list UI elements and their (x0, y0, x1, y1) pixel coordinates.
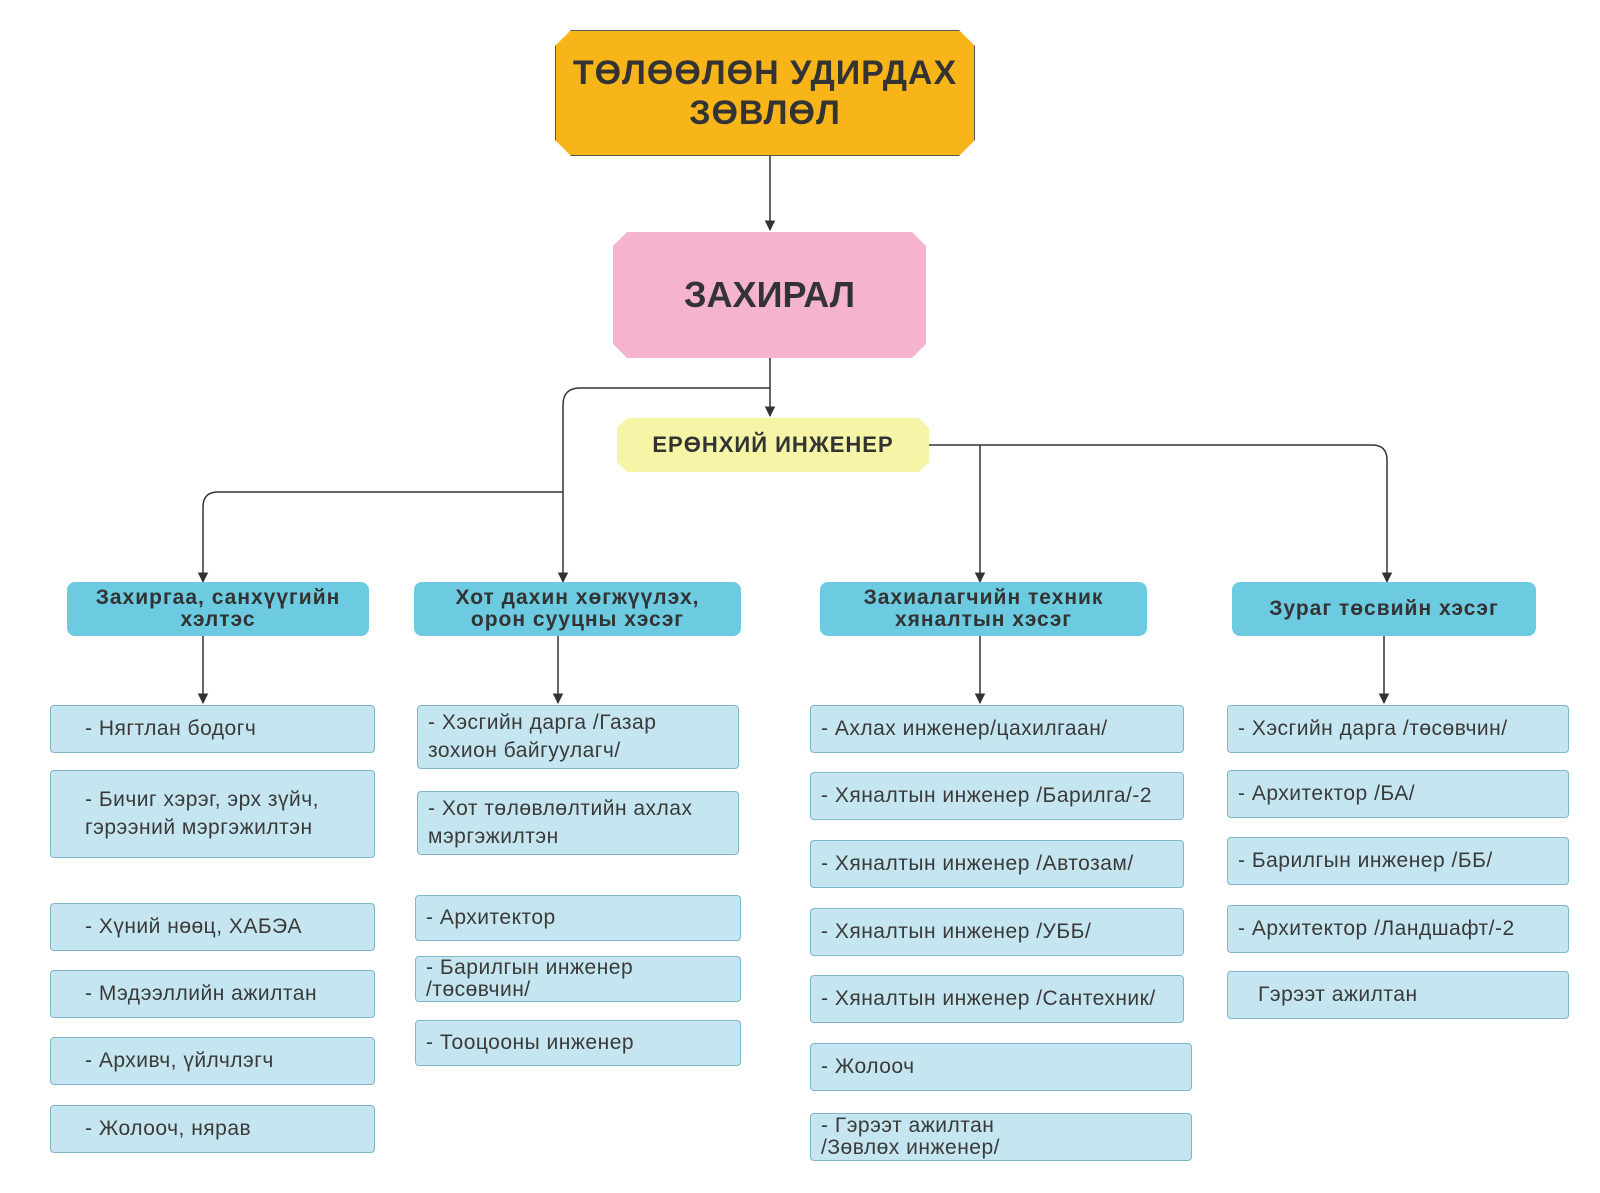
staff-item: - Архитектор /БА/ (1227, 770, 1569, 818)
department-title: Зураг төсвийн хэсэг (1269, 597, 1499, 620)
department-design-estimate: Зураг төсвийн хэсэг (1232, 582, 1536, 636)
department-title: Хот дахин хөгжүүлэх, (455, 586, 700, 609)
staff-item-label: - Мэдээллийн ажилтан (85, 982, 318, 1005)
staff-item-label: - Ахлах инженер/цахилгаан/ (821, 717, 1108, 740)
staff-item-label: - Бичиг хэрэг, эрх зүйч, гэрээний мэргэж… (85, 788, 320, 839)
chief-engineer-label: ЕРӨНХИЙ ИНЖЕНЕР (652, 432, 894, 457)
staff-item: - Хүний нөөц, ХАБЭА (50, 903, 375, 951)
board-title-line1: ТӨЛӨӨЛӨН УДИРДАХ (572, 54, 958, 92)
staff-item: - Хэсгийн дарга /Газар зохион байгуулагч… (417, 705, 739, 769)
staff-item: - Тооцооны инженер (415, 1020, 741, 1066)
staff-item-label: - Архитектор /Ландшафт/-2 (1238, 917, 1515, 940)
staff-item: - Хэсгийн дарга /төсөвчин/ (1227, 705, 1569, 753)
staff-item: - Жолооч (810, 1043, 1192, 1091)
staff-item-label: - Хяналтын инженер /Автозам/ (821, 852, 1134, 875)
staff-item: - Архитектор /Ландшафт/-2 (1227, 905, 1569, 953)
staff-item: - Ахлах инженер/цахилгаан/ (810, 705, 1184, 753)
staff-item-label: - Хот төлөвлөлтийн ахлах мэргэжилтэн (428, 797, 693, 848)
department-urban-redevelopment: Хот дахин хөгжүүлэх,орон сууцны хэсэг (414, 582, 741, 636)
staff-item: - Мэдээллийн ажилтан (50, 970, 375, 1018)
staff-item: - Бичиг хэрэг, эрх зүйч, гэрээний мэргэж… (50, 770, 375, 858)
department-title: Захиалагчийн техник (863, 586, 1104, 609)
department-title: Захиргаа, санхүүгийн (95, 586, 341, 609)
staff-item: Гэрээт ажилтан (1227, 971, 1569, 1019)
staff-item: - Хяналтын инженер /Сантехник/ (810, 975, 1184, 1023)
staff-item-label: - Тооцооны инженер (426, 1031, 635, 1054)
staff-item-label: - Архивч, үйлчлэгч (85, 1049, 274, 1072)
staff-item: - Хяналтын инженер /УББ/ (810, 908, 1184, 956)
staff-item-label: - Хэсгийн дарга /төсөвчин/ (1238, 717, 1508, 740)
staff-item: - Барилгын инженер /төсөвчин/ (415, 956, 741, 1002)
staff-item-label: - Барилгын инженер /ББ/ (1238, 849, 1493, 872)
staff-item-label: - Хяналтын инженер /Сантехник/ (821, 987, 1156, 1010)
director-box: ЗАХИРАЛ (613, 232, 926, 358)
staff-item-label: - Барилгын инженер /төсөвчин/ (426, 956, 634, 1001)
line-director-to-dept2 (557, 387, 770, 584)
line-chief-to-dept4 (929, 444, 1393, 584)
staff-item: - Архивч, үйлчлэгч (50, 1037, 375, 1085)
staff-item-label: - Жолооч, нярав (85, 1117, 252, 1140)
staff-item: - Гэрээт ажилтан /Зөвлөх инженер/ (810, 1113, 1192, 1161)
staff-item-label: - Хүний нөөц, ХАБЭА (85, 915, 303, 938)
staff-item: - Хяналтын инженер /Барилга/-2 (810, 772, 1184, 820)
staff-item-label: - Хяналтын инженер /Барилга/-2 (821, 784, 1153, 807)
staff-item: - Архитектор (415, 895, 741, 941)
board-title-line2: ЗӨВЛӨЛ (689, 94, 841, 132)
chief-engineer-box: ЕРӨНХИЙ ИНЖЕНЕР (617, 418, 929, 472)
staff-item-label: - Жолооч (821, 1055, 915, 1078)
staff-item: - Хот төлөвлөлтийн ахлах мэргэжилтэн (417, 791, 739, 855)
staff-item: - Нягтлан бодогч (50, 705, 375, 753)
department-title: хэлтэс (180, 608, 256, 631)
department-title: хяналтын хэсэг (894, 608, 1073, 631)
department-title: орон сууцны хэсэг (470, 608, 685, 631)
staff-item-label: - Нягтлан бодогч (85, 717, 257, 740)
staff-item: - Барилгын инженер /ББ/ (1227, 837, 1569, 885)
staff-item: - Жолооч, нярав (50, 1105, 375, 1153)
staff-item-label: Гэрээт ажилтан (1258, 983, 1418, 1006)
staff-item: - Хяналтын инженер /Автозам/ (810, 840, 1184, 888)
director-label: ЗАХИРАЛ (684, 274, 855, 315)
staff-item-label: - Архитектор (426, 906, 556, 929)
board-box: ТӨЛӨӨЛӨН УДИРДАХ ЗӨВЛӨЛ (555, 30, 975, 156)
staff-item-label: - Хэсгийн дарга /Газар зохион байгуулагч… (428, 711, 657, 762)
staff-item-label: - Хяналтын инженер /УББ/ (821, 920, 1092, 943)
line-dept2-to-dept1 (197, 491, 563, 584)
staff-item-label: - Гэрээт ажилтан /Зөвлөх инженер/ (821, 1114, 1000, 1159)
staff-item-label: - Архитектор /БА/ (1238, 782, 1416, 805)
